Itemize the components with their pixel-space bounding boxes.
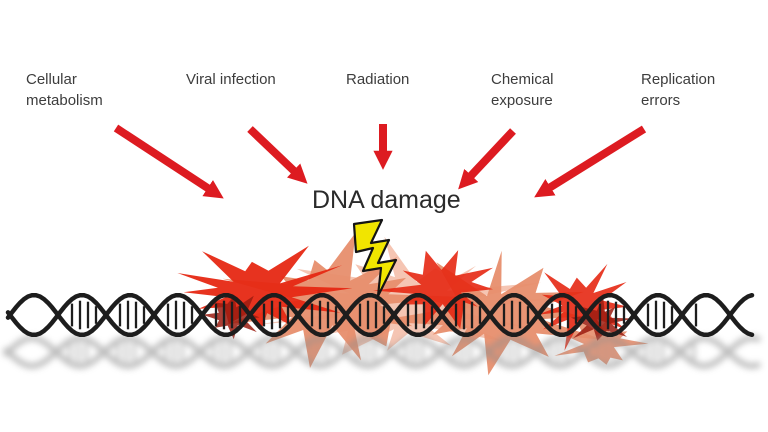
- helix-strand: [3, 335, 761, 369]
- arrow-chemical-exposure-icon: [458, 128, 516, 190]
- helix-strand: [5, 292, 755, 338]
- lightning-bolt-icon: [352, 218, 398, 298]
- generated-art: [3, 232, 761, 376]
- arrow-cellular-metabolism-icon: [113, 124, 224, 199]
- arrow-replication-errors-icon: [534, 125, 647, 198]
- dna-double-helix: [5, 292, 755, 338]
- cause-label-replication-errors: Replication errors: [641, 71, 716, 109]
- cause-label-viral-infection: Viral infection: [186, 71, 276, 88]
- dna-damage-label: DNA damage: [312, 186, 461, 214]
- cause-label-cellular-metabolism: Cellular metabolism: [26, 71, 103, 109]
- helix-strand: [5, 292, 755, 338]
- damage-burst: [570, 294, 634, 341]
- arrow-viral-infection-icon: [247, 126, 308, 184]
- cause-label-chemical-exposure: Chemical exposure: [491, 71, 554, 109]
- cause-arrows: [113, 124, 647, 199]
- dna-helix-shadow: [3, 335, 761, 369]
- cause-label-radiation: Radiation: [346, 71, 410, 88]
